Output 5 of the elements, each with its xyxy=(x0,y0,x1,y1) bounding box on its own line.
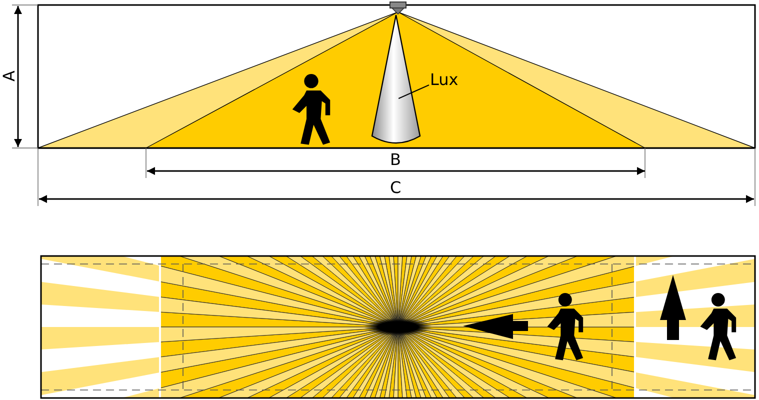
dimension-label: C xyxy=(390,180,402,196)
dimension-label: A xyxy=(1,70,18,82)
dimension-label: B xyxy=(390,152,401,168)
leader-line xyxy=(398,84,430,99)
lux-label: Lux xyxy=(430,72,458,88)
